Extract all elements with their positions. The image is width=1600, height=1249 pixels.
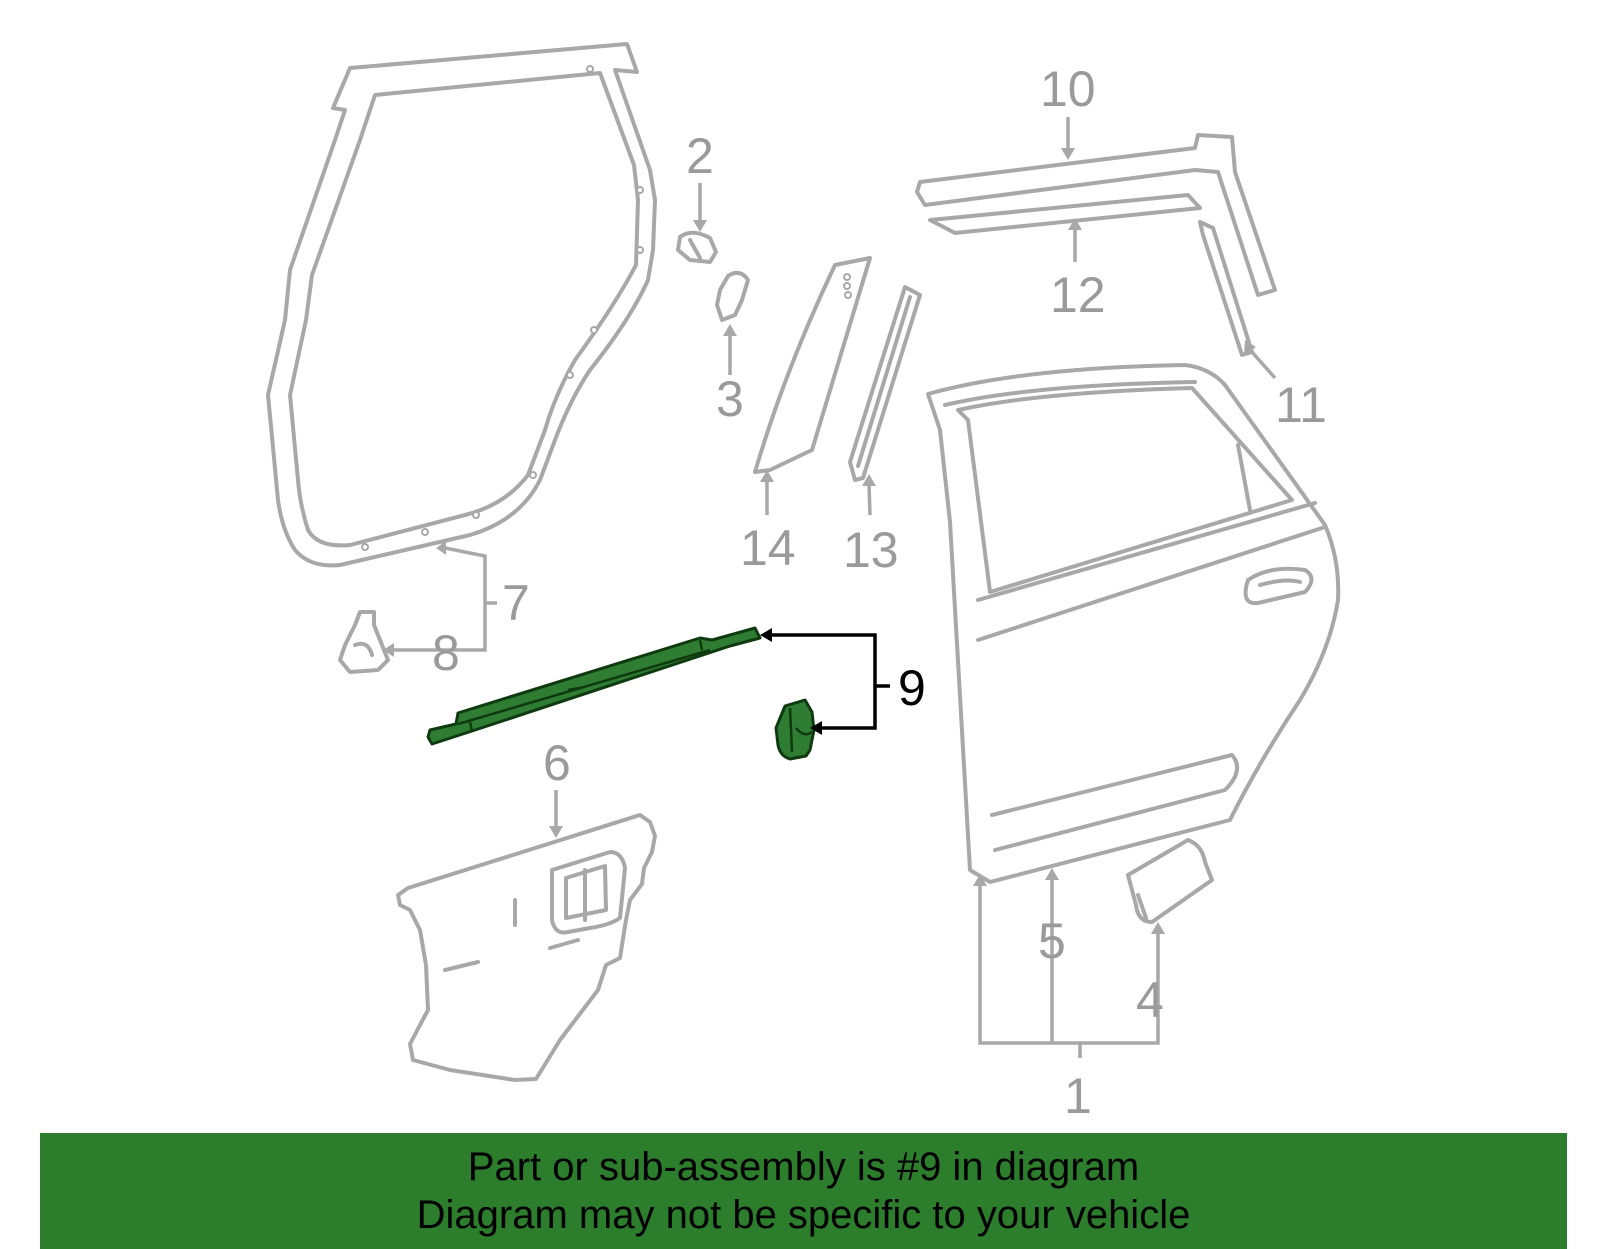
part-4-cover[interactable] <box>1126 838 1214 924</box>
part-13-division-bar[interactable] <box>848 285 922 482</box>
part-1-rear-door[interactable] <box>926 363 1341 884</box>
callout-9: 9 <box>898 660 926 716</box>
part-9-end-cap[interactable] <box>774 698 816 761</box>
part-12-belt-molding[interactable] <box>928 193 1202 235</box>
notice-line-2: Diagram may not be specific to your vehi… <box>416 1193 1191 1237</box>
leader-lines <box>383 117 1277 1058</box>
part-2-cap[interactable] <box>676 230 718 264</box>
callout-14: 14 <box>740 520 796 576</box>
callout-12: 12 <box>1050 267 1106 323</box>
callout-2: 2 <box>686 128 714 184</box>
callout-labels: 2 3 10 12 11 14 13 7 8 6 5 4 1 9 <box>432 61 1327 1124</box>
part-7-weatherstrip[interactable] <box>266 42 657 568</box>
callout-6: 6 <box>543 735 571 791</box>
notice-banner: Part or sub-assembly is #9 in diagram Di… <box>40 1133 1567 1249</box>
part-8-clip[interactable] <box>338 610 390 674</box>
part-3-cover[interactable] <box>715 270 750 322</box>
callout-5: 5 <box>1038 913 1066 969</box>
callout-4: 4 <box>1136 972 1164 1028</box>
callout-3: 3 <box>716 371 744 427</box>
leader-9 <box>760 628 890 735</box>
callout-13: 13 <box>843 522 899 578</box>
callout-11: 11 <box>1275 377 1327 433</box>
part-11-run-channel[interactable] <box>1198 220 1254 357</box>
callout-8: 8 <box>432 625 460 681</box>
part-9-belt-weatherstrip[interactable] <box>426 626 762 746</box>
part-10-upper-molding[interactable] <box>915 133 1277 297</box>
callout-7: 7 <box>502 575 530 631</box>
part-6-trim-panel[interactable] <box>396 813 657 1082</box>
part-14-pillar-garnish[interactable] <box>753 256 872 474</box>
notice-line-1: Part or sub-assembly is #9 in diagram <box>467 1145 1140 1189</box>
callout-10: 10 <box>1040 61 1096 117</box>
callout-1: 1 <box>1064 1068 1092 1124</box>
